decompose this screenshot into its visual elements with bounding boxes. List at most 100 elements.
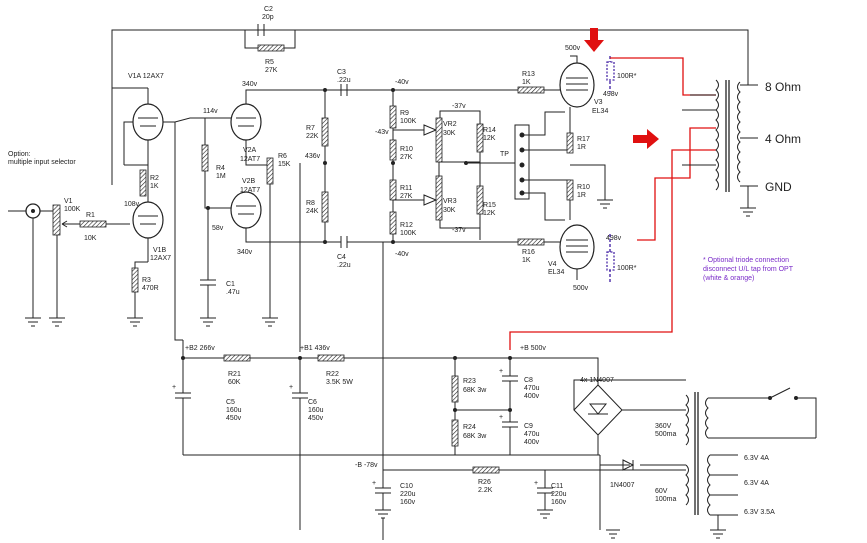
r10b-label: R10 <box>577 184 590 191</box>
b1-label: +B1 436v <box>300 345 330 352</box>
tube-v2a: V2A 12AT7 <box>230 103 262 163</box>
vm40b-label: -40v <box>395 251 409 258</box>
vr3-value: 30K <box>443 207 456 214</box>
r17-value: 1R <box>577 144 586 151</box>
svg-text:+: + <box>372 480 376 487</box>
vm40a-label: -40v <box>395 79 409 86</box>
out-8ohm-label: 8 Ohm <box>765 80 801 94</box>
resistor-r14 <box>476 123 484 153</box>
diodes-label: 4x 1N4007 <box>580 377 614 384</box>
r11-label: R11 <box>400 185 412 192</box>
c5-value2: 450v <box>226 415 242 422</box>
r5-label: R5 <box>265 59 274 66</box>
v1-value: 100K <box>64 206 81 213</box>
vm37b-label: -37v <box>452 227 466 234</box>
bias-network: R9 100K R10 27K R11 27K R12 100K -43v -4… <box>375 79 520 258</box>
r21-label: R21 <box>228 371 241 378</box>
r16-label: R16 <box>522 249 535 256</box>
r26-label: R26 <box>478 479 491 486</box>
r26-value: 2.2K <box>478 487 493 494</box>
r9-value: 100K <box>400 118 417 125</box>
v4-value: EL34 <box>548 269 564 276</box>
resistor-r12 <box>389 211 397 235</box>
r10-label: R10 <box>400 146 413 153</box>
tube-v4: V4 EL34 <box>548 224 595 276</box>
r3-value: 470R <box>142 285 159 292</box>
option-label: Option: <box>8 151 31 158</box>
c6-value2: 450v <box>308 415 324 422</box>
out-4ohm-label: 4 Ohm <box>765 132 801 146</box>
c9-value1: 470u <box>524 431 540 438</box>
test-points: TP <box>500 111 613 221</box>
resistor-r1 <box>79 220 107 228</box>
c10-value2: 160v <box>400 499 416 506</box>
b2-label: +B2 266v <box>185 345 215 352</box>
r3-label: R3 <box>142 277 151 284</box>
c10-label: C10 <box>400 483 413 490</box>
resistor-r23 <box>451 375 459 403</box>
c2-label: C2 <box>264 6 273 13</box>
c11-label: C11 <box>551 483 563 490</box>
b-label: +B 500v <box>520 345 546 352</box>
vm43-label: -43v <box>375 129 389 136</box>
svg-text:+: + <box>534 480 538 487</box>
svg-text:+: + <box>499 368 503 375</box>
r22-label: R22 <box>326 371 339 378</box>
vr2-value: 30K <box>443 130 456 137</box>
red-arrow-right-icon <box>633 129 659 149</box>
c5-label: C5 <box>226 399 235 406</box>
c8-label: C8 <box>524 377 533 384</box>
r10-value: 27K <box>400 154 413 161</box>
r5-value: 27K <box>265 67 278 74</box>
c11-value2: 160v <box>551 499 567 506</box>
bneg-label: -B -78v <box>355 462 378 469</box>
r9-label: R9 <box>400 110 409 117</box>
resistor-r17 <box>566 132 574 154</box>
r16-value: 1K <box>522 257 531 264</box>
c4-value: .22u <box>337 262 351 269</box>
resistor-r21 <box>223 354 251 362</box>
r24-label: R24 <box>463 424 476 431</box>
r8-value: 24K <box>306 208 319 215</box>
r100b-label: 100R* <box>617 265 637 272</box>
resistor-r2 <box>139 169 147 197</box>
vm37a-label: -37v <box>452 103 466 110</box>
option-desc: multiple input selector <box>8 159 76 166</box>
r21-value: 60K <box>228 379 241 386</box>
r12-label: R12 <box>400 222 413 229</box>
v3-label: V3 <box>594 99 603 106</box>
r15-label: R15 <box>483 202 496 209</box>
bridge-rectifier <box>573 384 623 436</box>
input-stage: V1 100K R1 10K Option: multiple input se… <box>8 151 130 327</box>
c2-value: 20p <box>262 14 274 21</box>
v1b-label: V1B <box>153 247 167 254</box>
v58-label: 58v <box>212 225 224 232</box>
v114-label: 114v <box>203 108 218 115</box>
r2-label: R2 <box>150 175 159 182</box>
ultralinear-taps <box>509 28 716 350</box>
v340b-label: 340v <box>237 249 253 256</box>
r13-value: 1K <box>522 79 531 86</box>
resistor-r6 <box>266 157 274 185</box>
c5-value1: 160u <box>226 407 242 414</box>
tube-v1b: V1B 12AX7 <box>132 196 171 262</box>
v4-label: V4 <box>548 261 557 268</box>
r8-label: R8 <box>306 200 315 207</box>
r17-label: R17 <box>577 136 590 143</box>
c6-label: C6 <box>308 399 317 406</box>
svg-text:+: + <box>172 384 176 391</box>
c3-label: C3 <box>337 69 346 76</box>
svg-text:+: + <box>289 384 293 391</box>
c9-label: C9 <box>524 423 533 430</box>
v500b-label: 500v <box>573 285 589 292</box>
r14-label: R14 <box>483 127 496 134</box>
r11-value: 27K <box>400 193 413 200</box>
r23-value: 68K 3w <box>463 387 487 394</box>
optional-screen-resistors: 100R* 100R* <box>606 56 637 282</box>
c4-label: C4 <box>337 254 346 261</box>
v2b-value: 12AT7 <box>240 187 260 194</box>
c10-value1: 220u <box>400 491 416 498</box>
vr2-label: VR2 <box>443 121 457 128</box>
resistor-r8 <box>321 191 329 223</box>
resistor-r3 <box>131 267 139 293</box>
